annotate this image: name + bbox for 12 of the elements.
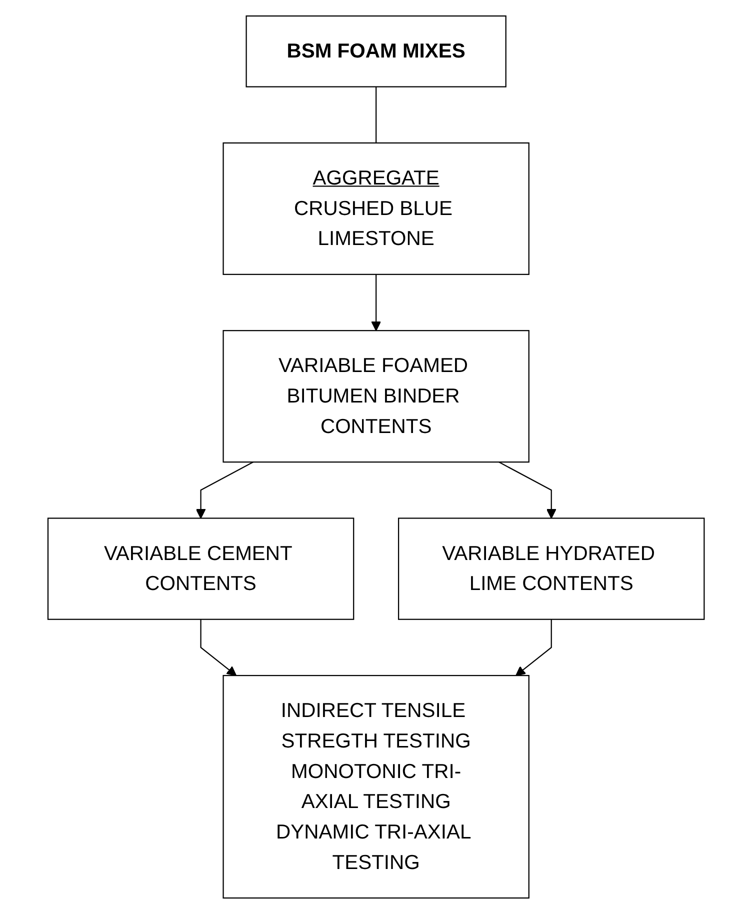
arrow: [196, 461, 254, 518]
connector: [375, 86, 377, 142]
node-box: VARIABLE CEMENT CONTENTS: [47, 517, 354, 620]
node-box: VARIABLE HYDRATED LIME CONTENTS: [398, 517, 705, 620]
node-box: BSM FOAM MIXES: [246, 14, 506, 87]
arrow: [371, 274, 381, 331]
node-box: VARIABLE FOAMED BITUMEN BINDER CONTENTS: [222, 330, 530, 462]
arrow: [516, 618, 552, 676]
node-box: AGGREGATE CRUSHED BLUE LIMESTONE: [222, 142, 530, 274]
node-box: INDIRECT TENSILE STREGTH TESTING MONOTONIC TRI-AXIAL TESTING DYNAMIC TRI-AXIAL TESTING: [222, 674, 530, 898]
arrow: [200, 618, 236, 676]
arrow: [498, 461, 556, 518]
